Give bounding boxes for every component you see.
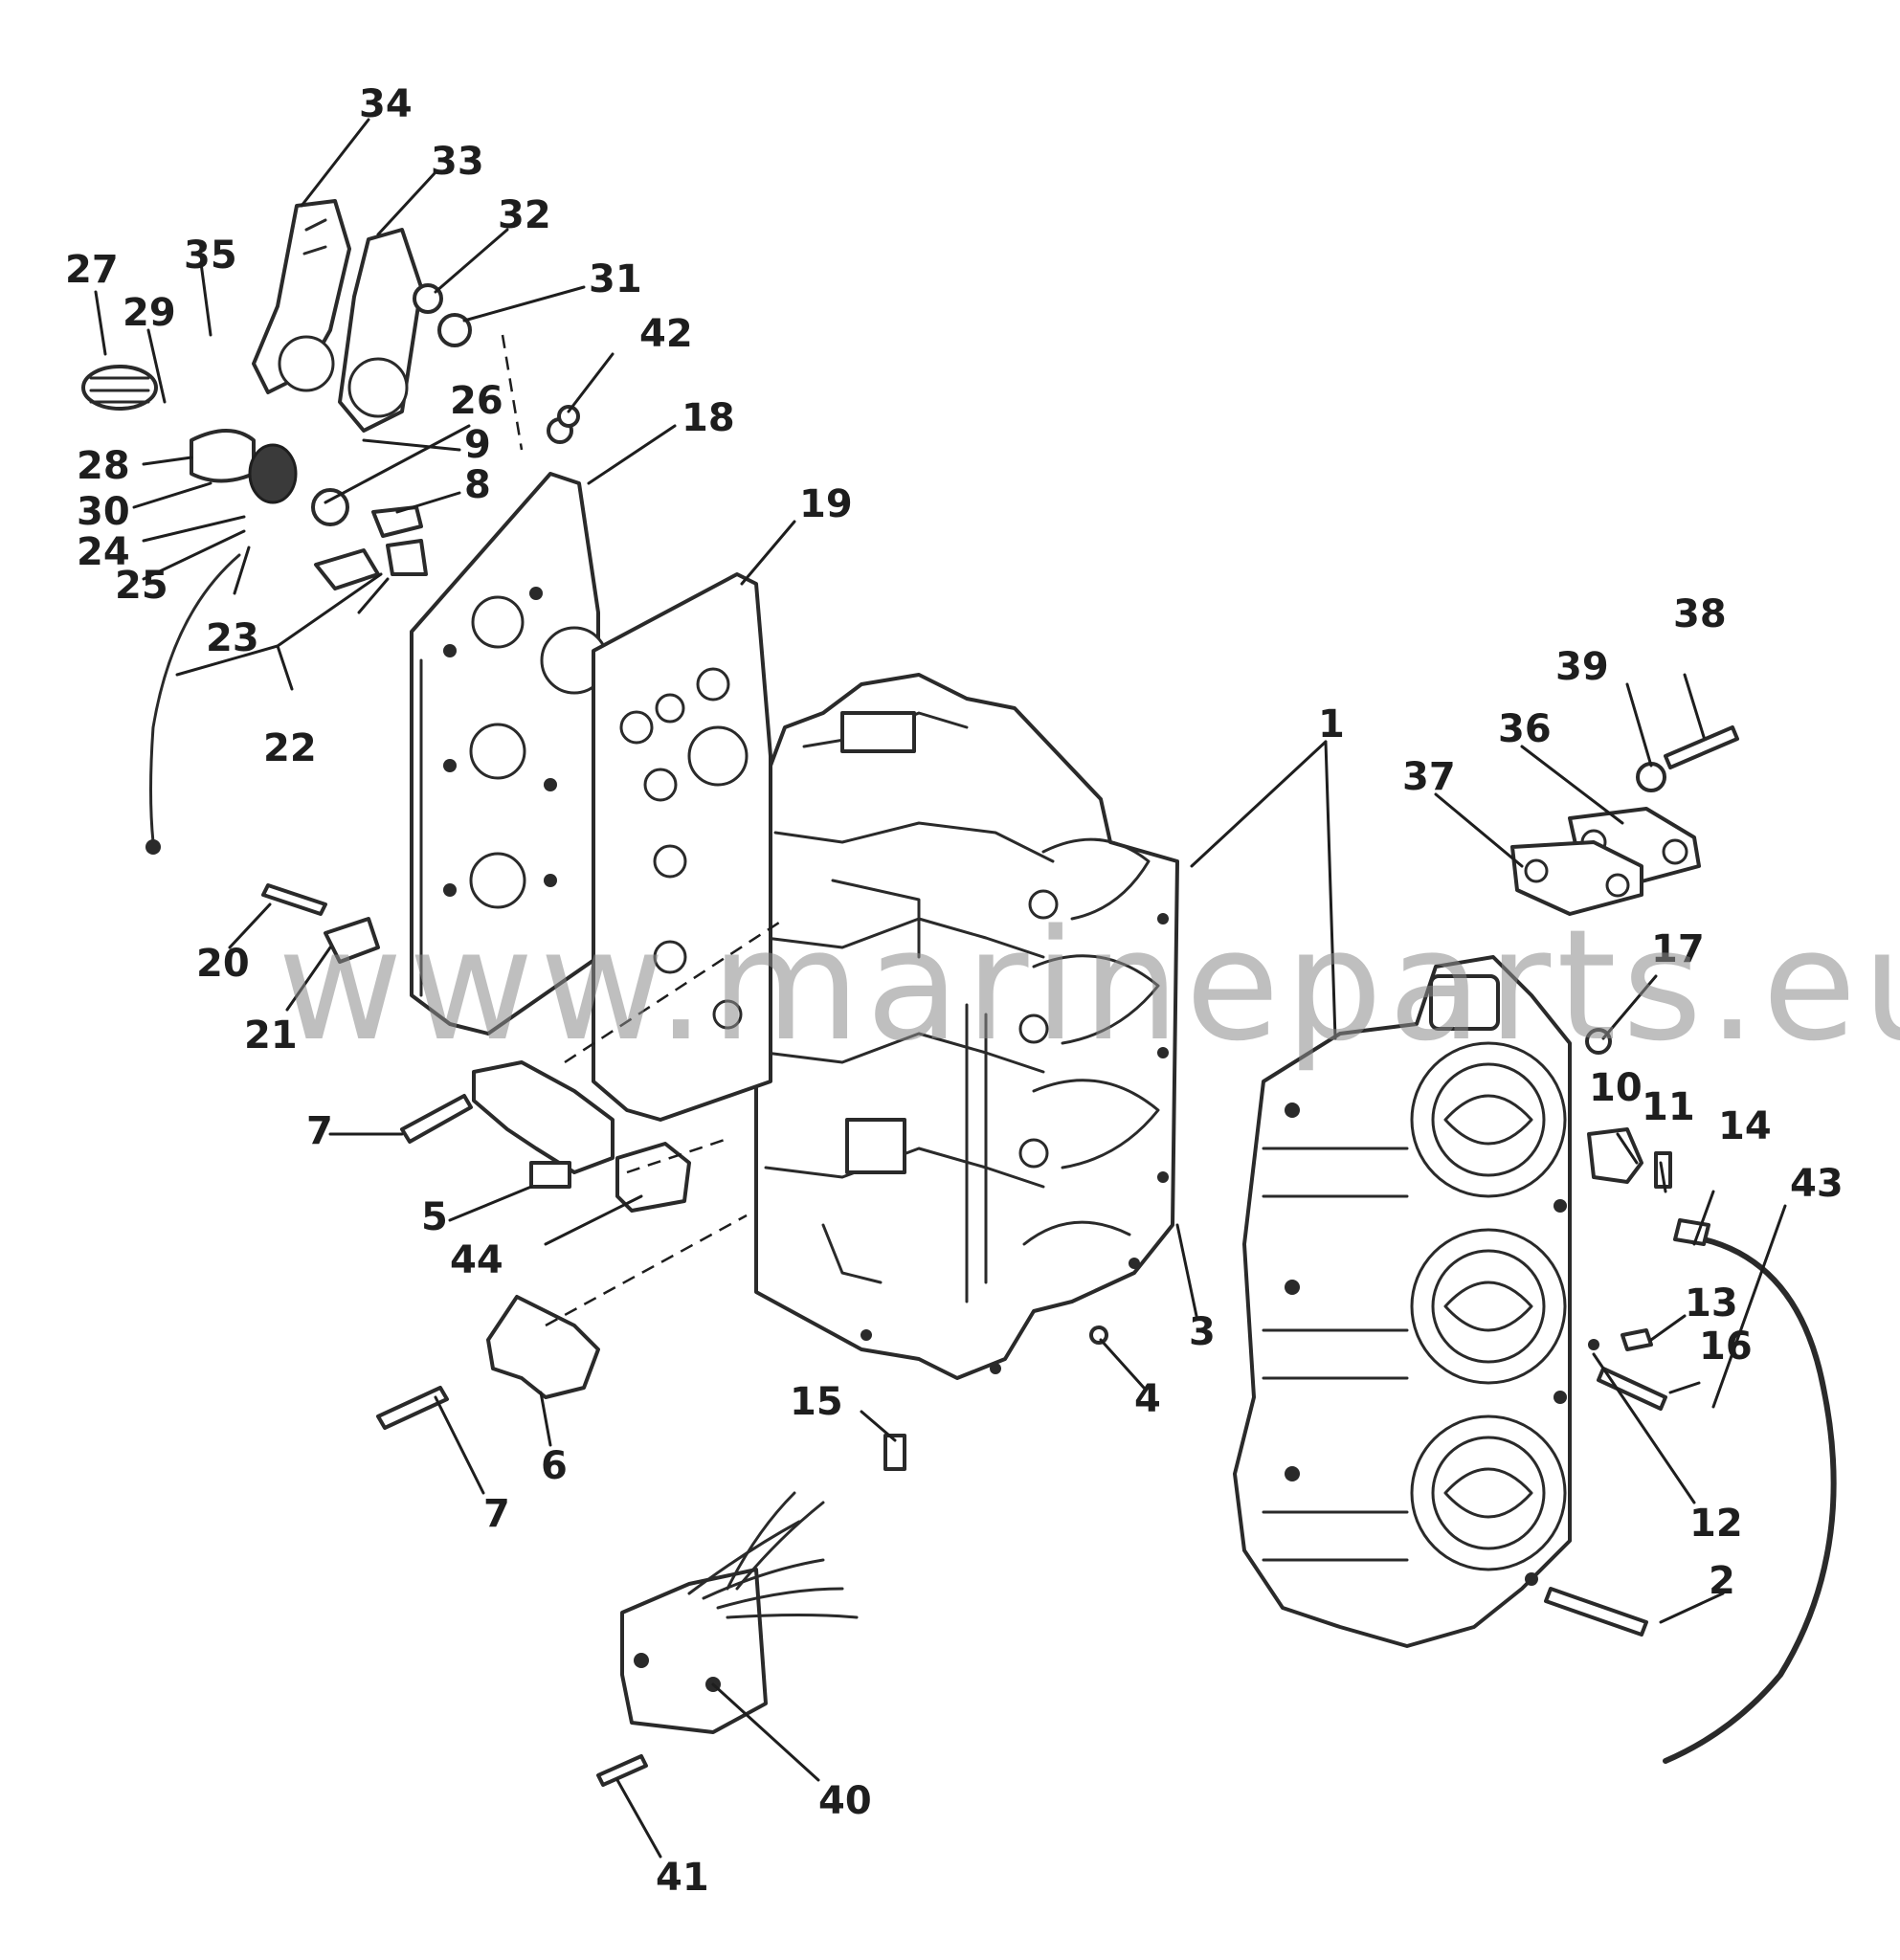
leader-lines — [94, 118, 1787, 1859]
callout-37: 37 — [1402, 755, 1456, 799]
small-parts — [261, 405, 1837, 1787]
callout-34: 34 — [359, 82, 413, 126]
callout-26: 26 — [450, 379, 503, 423]
cover-gasket — [592, 572, 772, 1122]
callout-16: 16 — [1699, 1325, 1753, 1369]
valve-assembly — [81, 313, 573, 855]
callout-1: 1 — [1318, 702, 1345, 746]
callout-33: 33 — [431, 140, 484, 184]
callout-27: 27 — [65, 248, 119, 292]
callout-4: 4 — [1134, 1377, 1161, 1421]
cylinder-block — [1233, 955, 1572, 1648]
watermark: www.marineparts.eu — [278, 896, 1900, 1075]
callout-35: 35 — [184, 234, 237, 278]
callout-21: 21 — [244, 1013, 298, 1058]
callout-23: 23 — [206, 616, 259, 660]
callout-5: 5 — [421, 1195, 448, 1239]
callout-28: 28 — [77, 444, 130, 488]
callout-41: 41 — [656, 1856, 709, 1900]
callout-31: 31 — [589, 257, 642, 301]
callout-7a: 7 — [306, 1109, 333, 1153]
callout-22: 22 — [263, 726, 317, 770]
callout-40: 40 — [818, 1779, 872, 1823]
callout-18: 18 — [682, 396, 735, 440]
alignment-lines — [501, 334, 786, 1327]
callout-44: 44 — [450, 1238, 503, 1282]
callout-12: 12 — [1689, 1502, 1743, 1546]
callout-11: 11 — [1642, 1085, 1695, 1129]
callout-43: 43 — [1790, 1162, 1844, 1206]
callout-42: 42 — [639, 312, 693, 356]
callout-9: 9 — [464, 423, 491, 467]
callout-13: 13 — [1685, 1281, 1738, 1325]
callout-8: 8 — [464, 463, 491, 507]
callout-15: 15 — [790, 1380, 843, 1424]
callout-19: 19 — [799, 482, 853, 526]
callout-17: 17 — [1651, 927, 1705, 971]
callout-7b: 7 — [483, 1492, 510, 1536]
callout-3: 3 — [1189, 1310, 1216, 1354]
callout-10: 10 — [1589, 1066, 1643, 1110]
callout-20: 20 — [196, 942, 250, 986]
callout-32: 32 — [498, 193, 551, 237]
callout-2: 2 — [1709, 1559, 1735, 1603]
callout-24: 24 — [77, 530, 130, 574]
bypass-housing — [252, 199, 443, 433]
callout-labels: 1 2 3 4 5 6 7 7 8 9 10 11 12 13 14 15 16… — [65, 82, 1844, 1900]
callout-30: 30 — [77, 490, 130, 534]
callout-6: 6 — [541, 1444, 568, 1488]
callout-14: 14 — [1718, 1104, 1772, 1148]
callout-39: 39 — [1555, 645, 1609, 689]
callout-38: 38 — [1673, 592, 1727, 636]
callout-29: 29 — [123, 291, 176, 335]
callout-36: 36 — [1498, 707, 1552, 751]
crankcase-block — [754, 673, 1179, 1380]
callout-25: 25 — [115, 564, 168, 608]
